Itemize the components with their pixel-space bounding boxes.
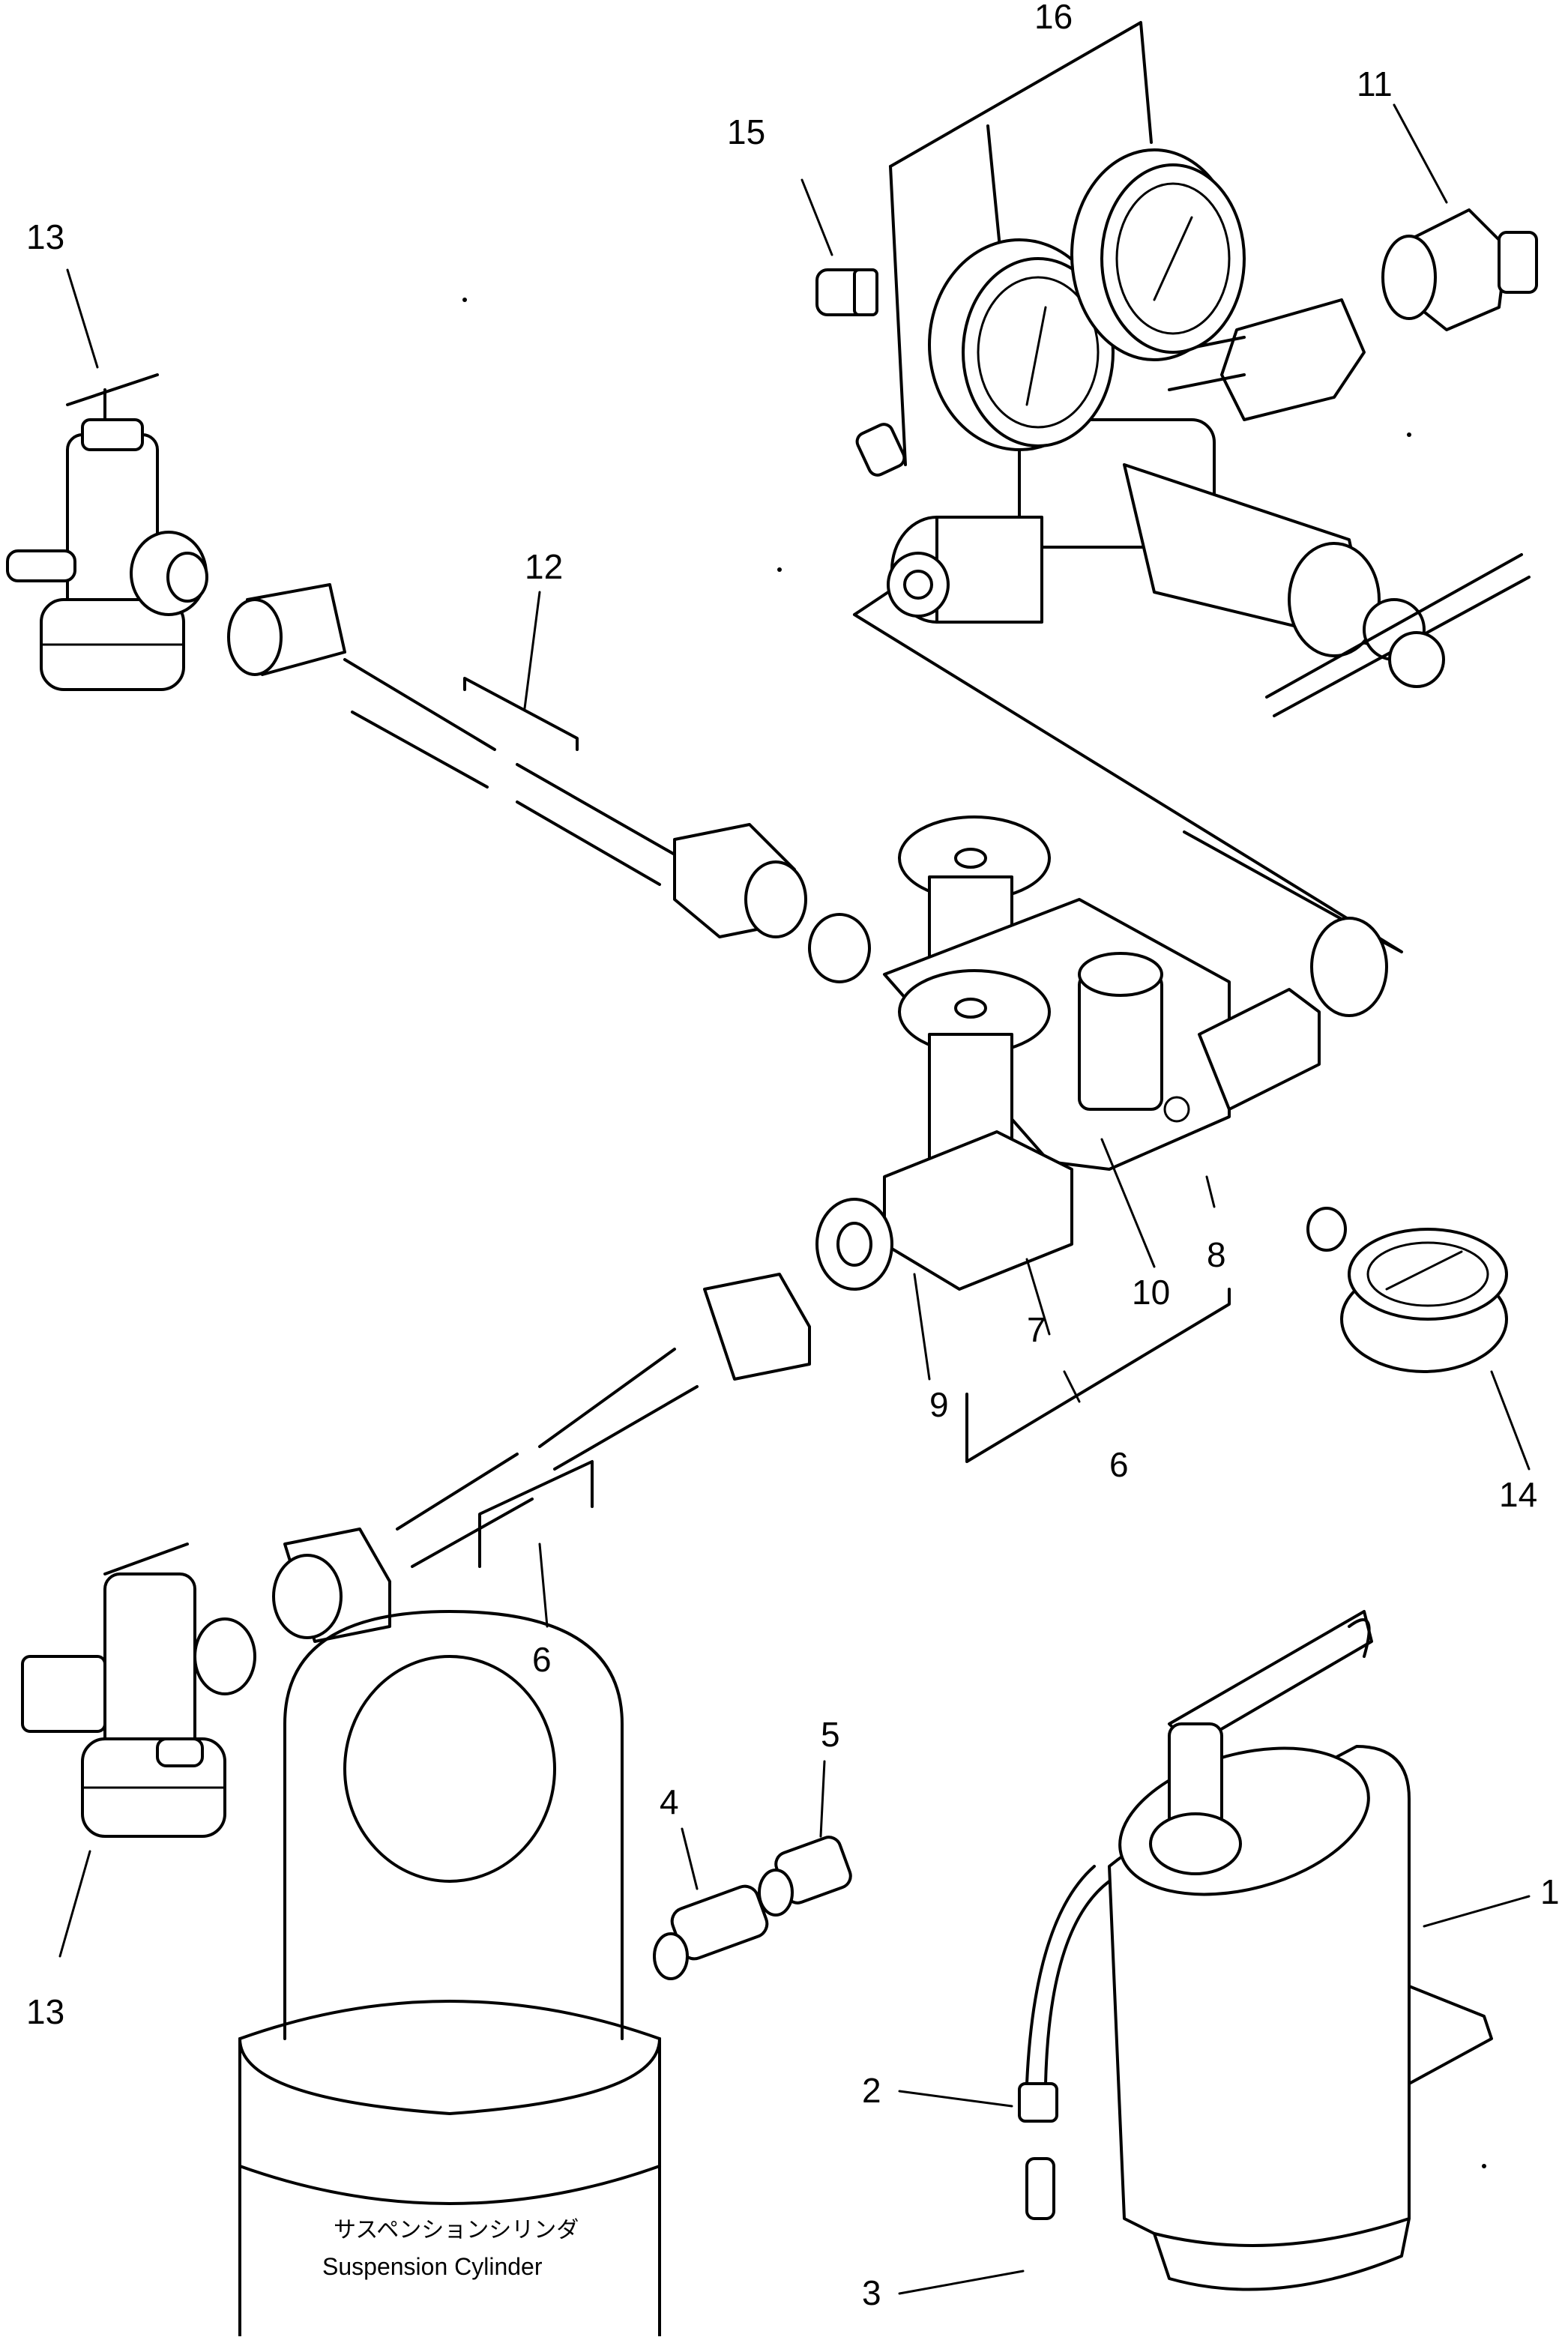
callout-13-top: 13 bbox=[26, 217, 64, 256]
adapter-fitting-11 bbox=[1381, 103, 1538, 331]
callout-5: 5 bbox=[821, 1715, 840, 1754]
callout-14: 14 bbox=[1499, 1475, 1537, 1514]
grease-pump-1 bbox=[898, 1610, 1531, 2295]
callout-2: 2 bbox=[862, 2071, 881, 2110]
valve-13-bottom bbox=[21, 1543, 256, 1958]
callout-3: 3 bbox=[862, 2273, 881, 2312]
pressure-gauge-14 bbox=[1306, 1207, 1531, 1471]
callout-8: 8 bbox=[1207, 1235, 1226, 1274]
callout-4: 4 bbox=[660, 1782, 679, 1821]
callout-7: 7 bbox=[1027, 1310, 1046, 1349]
callout-6-valve-assembly: 6 bbox=[1109, 1445, 1129, 1484]
callout-11: 11 bbox=[1357, 64, 1393, 103]
callout-12: 12 bbox=[525, 547, 563, 586]
regulator-assembly bbox=[853, 21, 1531, 953]
callout-9: 9 bbox=[929, 1385, 949, 1424]
adapter-4-5 bbox=[653, 1760, 852, 1980]
callout-16: 16 bbox=[1034, 0, 1073, 36]
suspension-cylinder bbox=[238, 1610, 661, 2338]
cylinder-label-japanese: サスペンションシリンダ bbox=[334, 2218, 579, 2243]
fitting-15 bbox=[800, 178, 906, 477]
callout-13-bottom: 13 bbox=[26, 1992, 64, 2031]
callout-1: 1 bbox=[1540, 1872, 1560, 1911]
hose-12 bbox=[227, 583, 807, 938]
cylinder-label-english: Suspension Cylinder bbox=[322, 2253, 543, 2280]
valve-block-assembly-6 bbox=[808, 815, 1388, 1463]
callout-15: 15 bbox=[727, 112, 765, 151]
hose-6-lower bbox=[272, 1273, 811, 1643]
callout-10: 10 bbox=[1132, 1273, 1170, 1312]
callout-6-lower-hose: 6 bbox=[532, 1640, 552, 1679]
valve-13-top bbox=[6, 268, 208, 691]
